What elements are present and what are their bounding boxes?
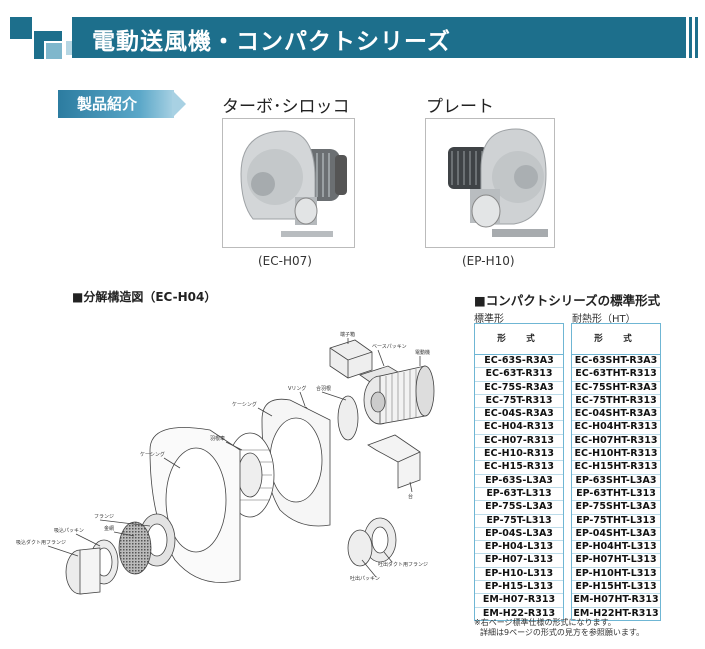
product-model: (EC-H07) bbox=[258, 254, 312, 268]
table-row: EP-75SHT-L3A3 bbox=[572, 501, 660, 515]
header-divider bbox=[689, 17, 692, 58]
table-row: EP-75THT-L313 bbox=[572, 515, 660, 528]
table-row: EC-H07HT-R313 bbox=[572, 435, 660, 449]
table-row: EC-04S-R3A3 bbox=[475, 408, 563, 422]
std-col2-label: 耐熱形（HT） bbox=[572, 314, 636, 325]
page-title: 電動送風機・コンパクトシリーズ bbox=[92, 29, 451, 55]
table-row: EC-63THT-R313 bbox=[572, 368, 660, 382]
table-row: EP-H10HT-L313 bbox=[572, 568, 660, 582]
table-row: EP-63S-L3A3 bbox=[475, 475, 563, 488]
table-row: EM-H22-R313 bbox=[482, 607, 556, 619]
table-row: EP-H10-L313 bbox=[475, 568, 563, 582]
table-row: EC-75T-R313 bbox=[475, 395, 563, 409]
table-row: EP-H04HT-L313 bbox=[572, 541, 660, 555]
label-v-ring: Vリング bbox=[288, 385, 306, 392]
table-row: EP-H07-L313 bbox=[475, 554, 563, 568]
table-row: EC-H07-R313 bbox=[475, 435, 563, 449]
table-header: 形 式 bbox=[572, 324, 660, 355]
label-stand: 台 bbox=[408, 493, 413, 500]
table-row: EC-H15HT-R313 bbox=[572, 461, 660, 475]
label-casing: ケーシング bbox=[140, 451, 165, 458]
table-row: EC-H10-R313 bbox=[475, 448, 563, 462]
table-row: EP-63T-L313 bbox=[475, 488, 563, 502]
table-row: EP-H07HT-L313 bbox=[572, 554, 660, 568]
label-flange: フランジ bbox=[94, 514, 114, 520]
table-row: EC-H15-R313 bbox=[475, 461, 563, 475]
table-row: EC-63T-R313 bbox=[475, 368, 563, 382]
table-header: 形 式 bbox=[475, 324, 563, 355]
label-discharge-packing: 吐出パッキン bbox=[350, 575, 380, 582]
label-vane-wheel: 合羽根 bbox=[316, 385, 331, 392]
section-badge bbox=[58, 90, 174, 118]
label-motor: 電動機 bbox=[415, 349, 430, 356]
table-row: EC-63S-R3A3 bbox=[475, 355, 563, 369]
section-badge-label: 製品紹介 bbox=[77, 95, 138, 113]
note-line-1: ※右ページ標準仕様の形式になります。 bbox=[474, 618, 616, 627]
exploded-diagram: 端子箱 ベースパッキン 電動機 Vリング 合羽根 ケーシング 羽根車 ケーシング… bbox=[16, 331, 435, 595]
table-row: EC-H04-R313 bbox=[475, 421, 563, 435]
table-row: EP-H15HT-L313 bbox=[572, 581, 660, 595]
label-discharge-duct-flange: 吐出ダクト用フランジ bbox=[378, 561, 428, 568]
label-casing-top: ケーシング bbox=[232, 401, 257, 408]
diagram-title: ■分解構造図（EC-H04） bbox=[72, 290, 217, 304]
table-row: EM-H22HT-R313 bbox=[573, 607, 659, 619]
table-row: EP-75T-L313 bbox=[475, 515, 563, 528]
std-table-title: ■コンパクトシリーズの標準形式 bbox=[474, 293, 661, 308]
table-row: EP-H04-L313 bbox=[475, 541, 563, 555]
table-row: EM-H07HT-R313 bbox=[572, 594, 660, 608]
page-header: 電動送風機・コンパクトシリーズ bbox=[0, 17, 705, 61]
label-suction-duct-flange: 吸込ダクト用フランジ bbox=[16, 539, 66, 546]
table-row: EC-75SHT-R3A3 bbox=[572, 382, 660, 395]
table-row: EC-H10HT-R313 bbox=[572, 448, 660, 462]
product-photo-plate bbox=[425, 118, 555, 248]
product-caption: ターボ･シロッコ bbox=[222, 97, 350, 117]
table-row: EP-H15-L313 bbox=[475, 581, 563, 595]
table-row: EC-75THT-R313 bbox=[572, 395, 660, 409]
label-wire-mesh: 金網 bbox=[104, 525, 114, 532]
label-impeller: 羽根車 bbox=[210, 435, 225, 442]
label-terminal-box: 端子箱 bbox=[340, 331, 355, 338]
product-photo-turbo-sirocco bbox=[222, 118, 355, 248]
table-row: EC-75S-R3A3 bbox=[475, 382, 563, 395]
table-row: EP-63SHT-L3A3 bbox=[572, 475, 660, 488]
label-suction-packing: 吸込パッキン bbox=[54, 527, 84, 534]
std-col1-label: 標準形 bbox=[474, 314, 504, 325]
table-row: EP-63THT-L313 bbox=[572, 488, 660, 502]
header-divider bbox=[695, 17, 698, 58]
note-line-2: 詳細は9ページの形式の見方を参照願います。 bbox=[480, 628, 645, 637]
section-badge-tail bbox=[172, 90, 186, 118]
table-row: EC-63SHT-R3A3 bbox=[572, 355, 660, 369]
header-bar bbox=[72, 17, 686, 58]
product-caption: プレート bbox=[426, 97, 494, 117]
product-model: (EP-H10) bbox=[462, 254, 515, 268]
table-row: EM-H07-R313 bbox=[475, 594, 563, 608]
table-row: EC-04SHT-R3A3 bbox=[572, 408, 660, 422]
table-row: EC-H04HT-R313 bbox=[572, 421, 660, 435]
label-base-packing: ベースパッキン bbox=[372, 344, 407, 350]
table-row: EP-75S-L3A3 bbox=[475, 501, 563, 515]
table-row: EP-04SHT-L3A3 bbox=[572, 528, 660, 542]
table-row: EP-04S-L3A3 bbox=[475, 528, 563, 542]
